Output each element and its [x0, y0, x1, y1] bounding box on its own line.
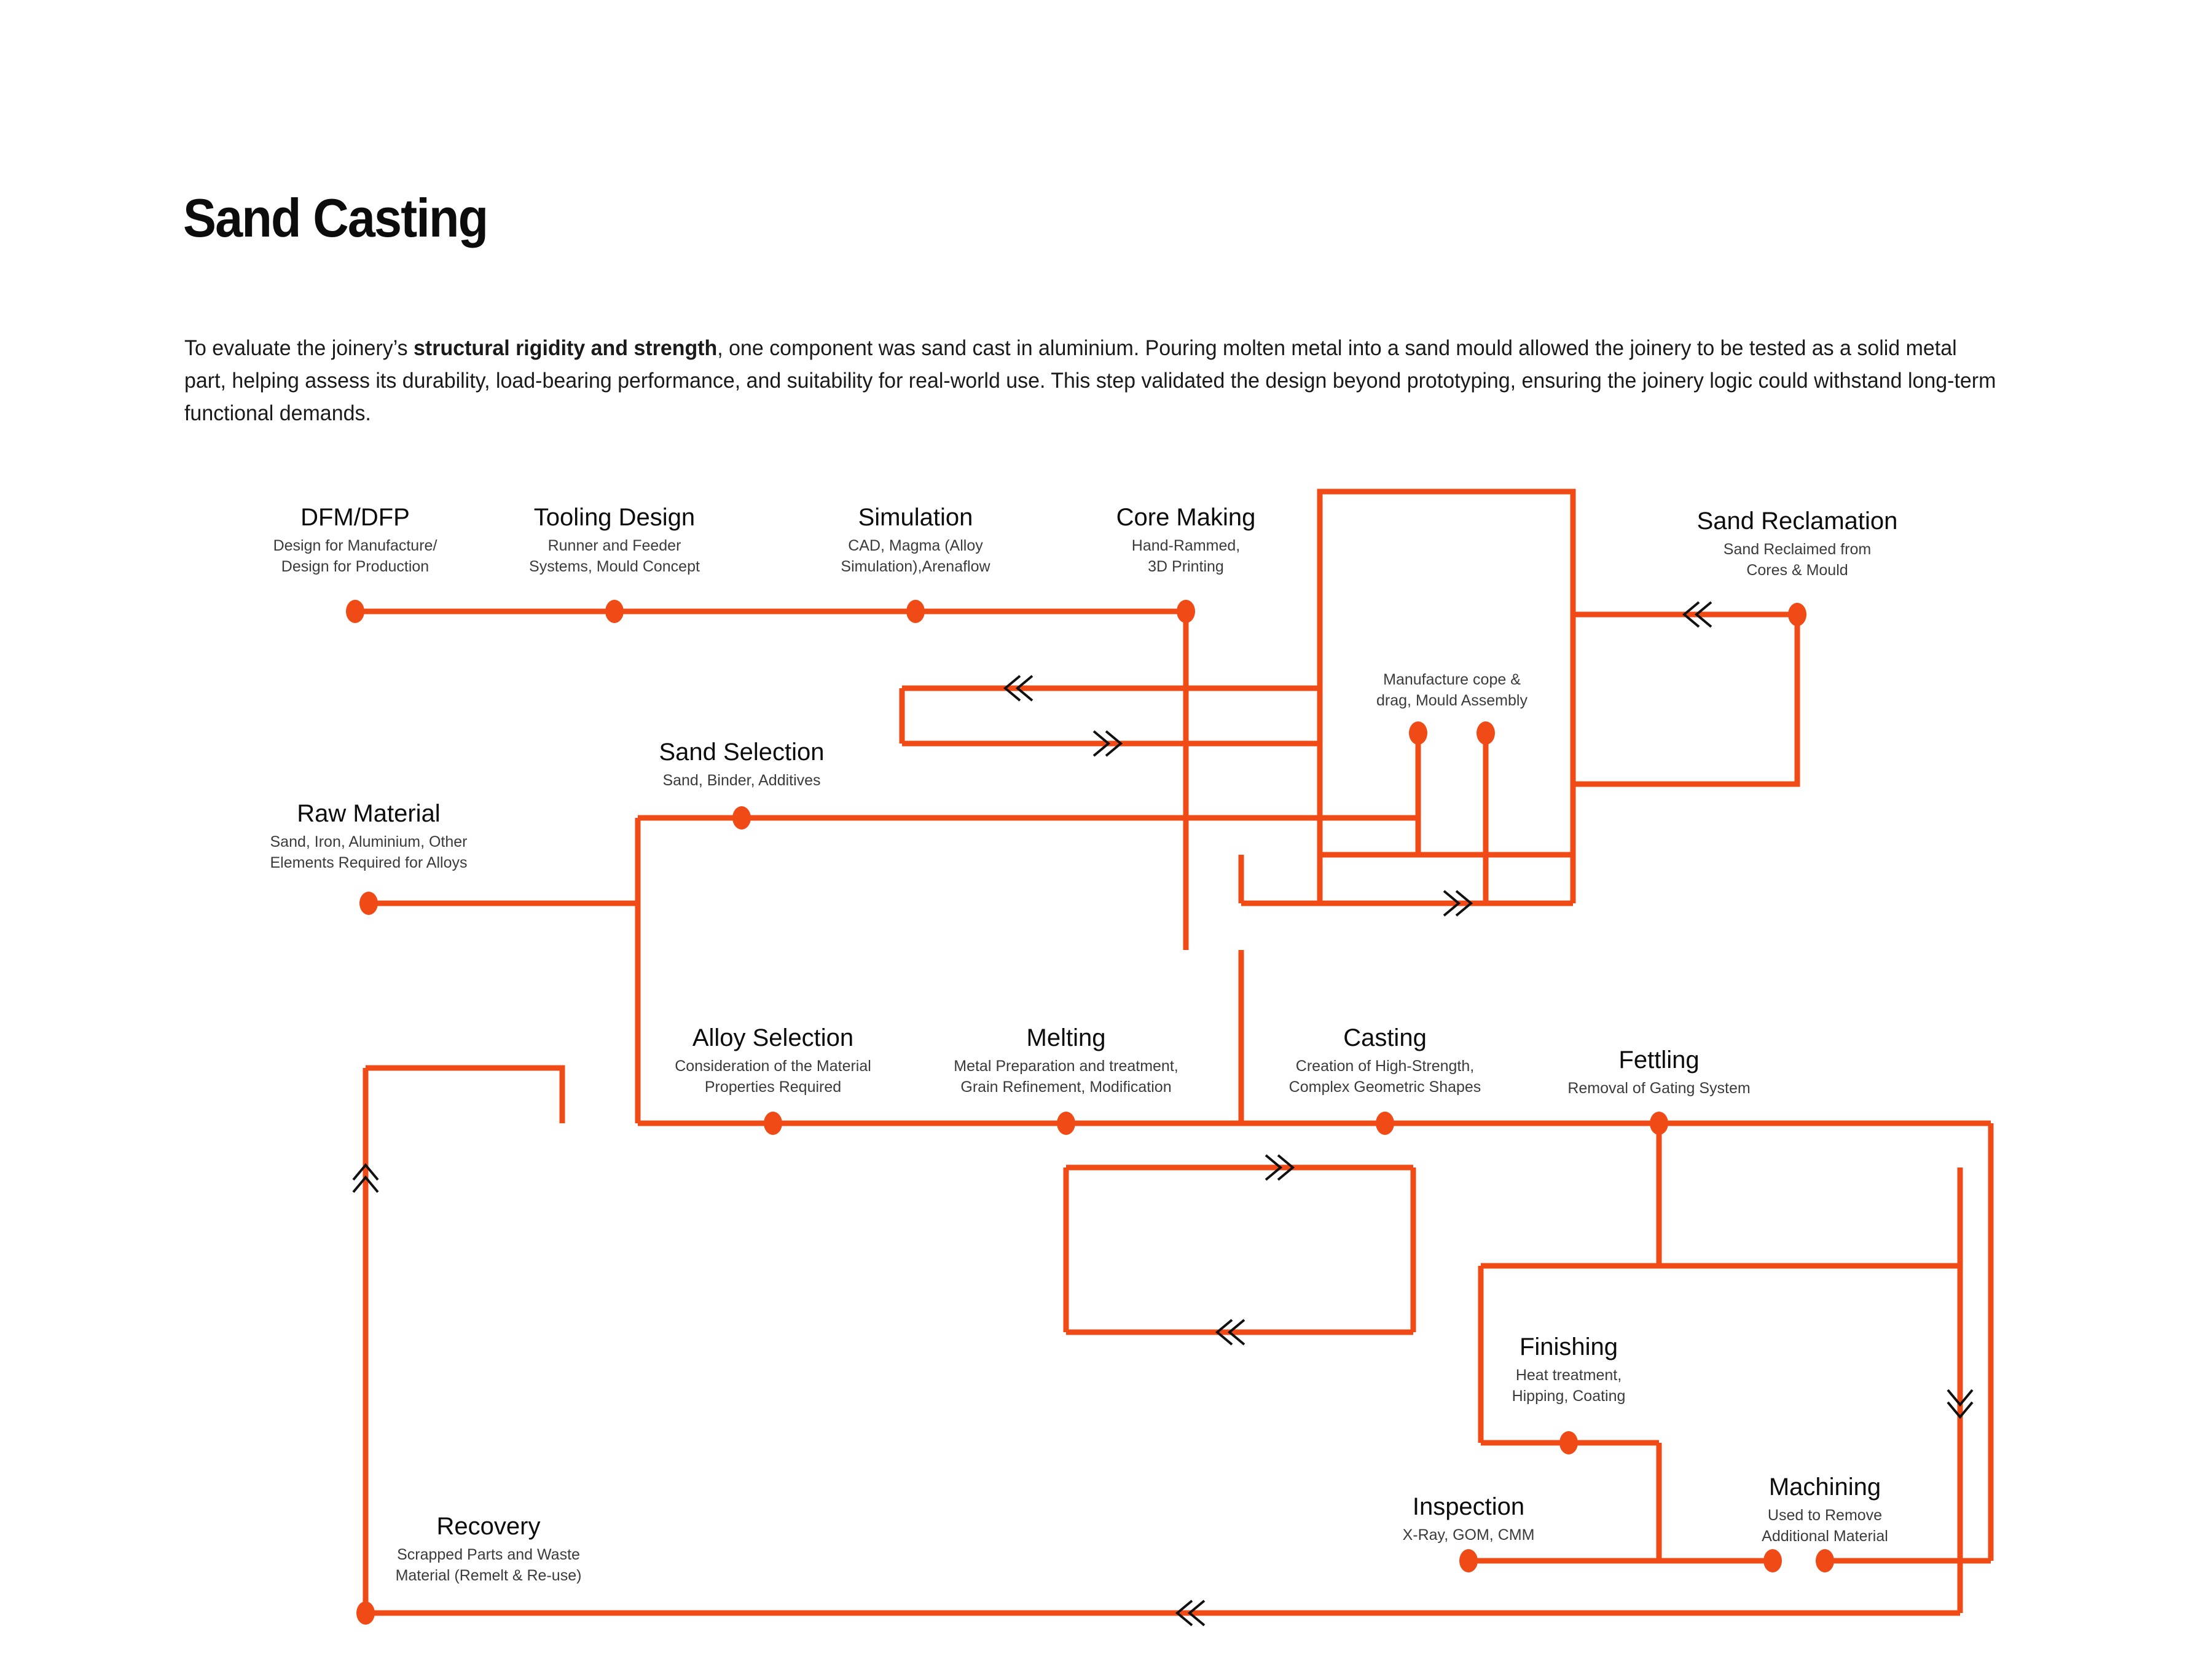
node-simulation-sub: CAD, Magma (Alloy Simulation),Arenaflow	[841, 536, 990, 575]
node-core-making-title: Core Making	[1116, 504, 1256, 531]
node-dot-tooling	[605, 600, 624, 623]
intro-bold: structural rigidity and strength	[414, 336, 718, 360]
node-dot-simulation	[906, 600, 925, 623]
node-fettling-sub: Removal of Gating System	[1567, 1079, 1751, 1097]
node-melting-sub: Metal Preparation and treatment, Grain R…	[954, 1057, 1179, 1096]
node-dot-sandsel	[732, 806, 751, 830]
node-recovery-sub: Scrapped Parts and Waste Material (Remel…	[395, 1545, 582, 1584]
node-inspection-sub: X-Ray, GOM, CMM	[1402, 1526, 1535, 1544]
node-raw-material-sub: Sand, Iron, Aluminium, Other Elements Re…	[270, 833, 468, 871]
node-recovery-title: Recovery	[436, 1513, 541, 1540]
intro-suffix: , one component was sand cast in alumini…	[184, 336, 1996, 426]
node-sand-selection-title: Sand Selection	[659, 739, 825, 766]
node-alloy-selection-title: Alloy Selection	[692, 1024, 854, 1051]
intro-paragraph: To evaluate the joinery’s structural rig…	[184, 332, 2002, 430]
node-dot-core	[1177, 600, 1195, 623]
node-machining-sub: Used to Remove Additional Material	[1762, 1506, 1888, 1545]
node-tooling-design[interactable]: Tooling Design Runner and Feeder Systems…	[492, 504, 737, 577]
page-title: Sand Casting	[183, 187, 488, 248]
node-sand-selection[interactable]: Sand Selection Sand, Binder, Additives	[619, 739, 865, 791]
node-dot-fettling	[1650, 1112, 1668, 1135]
node-casting[interactable]: Casting Creation of High-Strength, Compl…	[1244, 1024, 1526, 1097]
node-sand-reclamation[interactable]: Sand Reclamation Sand Reclaimed from Cor…	[1674, 508, 1920, 581]
node-melting-title: Melting	[1026, 1024, 1106, 1051]
node-dot-melting	[1057, 1112, 1075, 1135]
node-dot-inspection	[1459, 1549, 1478, 1572]
node-simulation-title: Simulation	[858, 504, 973, 531]
node-dfm-sub: Design for Manufacture/ Design for Produ…	[273, 536, 437, 575]
node-raw-material-title: Raw Material	[297, 800, 441, 827]
node-finishing-sub: Heat treatment, Hipping, Coating	[1512, 1366, 1626, 1405]
node-finishing-title: Finishing	[1519, 1333, 1618, 1360]
node-simulation[interactable]: Simulation CAD, Magma (Alloy Simulation)…	[793, 504, 1038, 577]
node-core-making-sub: Hand-Rammed, 3D Printing	[1131, 536, 1241, 575]
node-dot-finishing	[1559, 1431, 1578, 1454]
node-tooling-design-sub: Runner and Feeder Systems, Mould Concept	[529, 536, 700, 575]
node-tooling-design-title: Tooling Design	[533, 504, 696, 531]
node-dot-copedrag-b	[1477, 721, 1495, 745]
node-raw-material[interactable]: Raw Material Sand, Iron, Aluminium, Othe…	[246, 800, 492, 873]
node-alloy-selection-sub: Consideration of the Material Properties…	[675, 1057, 871, 1096]
node-inspection-title: Inspection	[1412, 1493, 1525, 1520]
node-fettling[interactable]: Fettling Removal of Gating System	[1536, 1046, 1782, 1099]
node-machining[interactable]: Machining Used to Remove Additional Mate…	[1702, 1474, 1948, 1547]
node-cope-drag-sub: Manufacture cope & drag, Mould Assembly	[1376, 671, 1528, 709]
node-inspection[interactable]: Inspection X-Ray, GOM, CMM	[1346, 1493, 1591, 1546]
node-casting-title: Casting	[1343, 1024, 1427, 1051]
node-melting[interactable]: Melting Metal Preparation and treatment,…	[912, 1024, 1220, 1097]
node-cope-drag[interactable]: Manufacture cope & drag, Mould Assembly	[1329, 670, 1575, 712]
node-machining-title: Machining	[1768, 1474, 1881, 1501]
node-core-making[interactable]: Core Making Hand-Rammed, 3D Printing	[1063, 504, 1309, 577]
node-dfm[interactable]: DFM/DFP Design for Manufacture/ Design f…	[232, 504, 478, 577]
node-dfm-title: DFM/DFP	[300, 504, 410, 531]
intro-prefix: To evaluate the joinery’s	[184, 336, 414, 360]
node-fettling-title: Fettling	[1618, 1046, 1700, 1073]
node-dot-alloysel	[764, 1112, 782, 1135]
node-dot-copedrag-a	[1409, 721, 1427, 745]
node-dot-machining-b	[1816, 1549, 1834, 1572]
node-sand-reclamation-sub: Sand Reclaimed from Cores & Mould	[1723, 540, 1872, 579]
node-dot-reclamation	[1788, 603, 1806, 626]
node-recovery[interactable]: Recovery Scrapped Parts and Waste Materi…	[366, 1513, 611, 1586]
node-sand-selection-sub: Sand, Binder, Additives	[662, 771, 821, 789]
node-dot-rawmat	[359, 892, 378, 915]
node-casting-sub: Creation of High-Strength, Complex Geome…	[1288, 1057, 1481, 1096]
node-dot-machining-a	[1763, 1549, 1782, 1572]
node-dot-casting	[1376, 1112, 1394, 1135]
node-finishing[interactable]: Finishing Heat treatment, Hipping, Coati…	[1446, 1333, 1692, 1407]
node-sand-reclamation-title: Sand Reclamation	[1696, 508, 1898, 535]
node-alloy-selection[interactable]: Alloy Selection Consideration of the Mat…	[632, 1024, 914, 1097]
node-dot-dfm	[346, 600, 364, 623]
node-dot-recovery	[356, 1601, 375, 1625]
